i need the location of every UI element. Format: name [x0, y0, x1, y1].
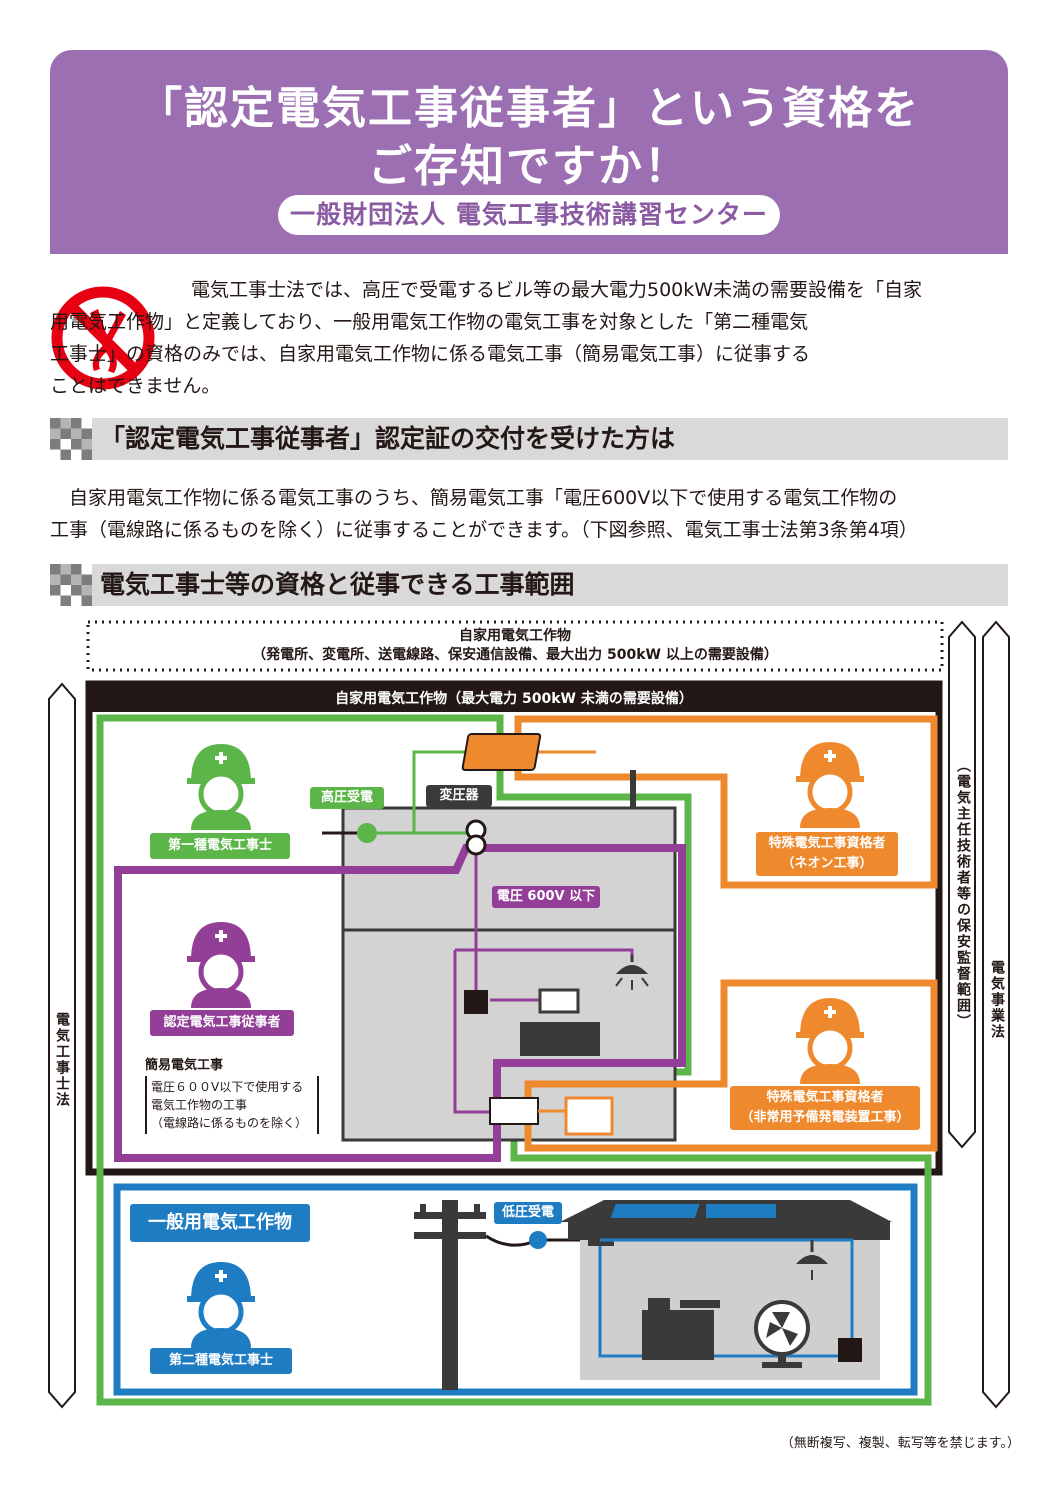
worker-icon-green	[187, 744, 255, 830]
fan-icon	[754, 1300, 810, 1368]
worker2-label: 第二種電気工事士	[150, 1348, 292, 1374]
copyright-notice: （無断複写、複製、転写等を禁じます。）	[780, 1436, 1020, 1451]
top-dotted-box	[86, 620, 944, 672]
law-left-label: 電気工事士法	[54, 1012, 70, 1108]
section1-body: 自家用電気工作物に係る電気工事のうち、簡易電気工事「電圧600V以下で使用する電…	[50, 482, 1010, 546]
certified-worker-scope	[114, 844, 686, 1162]
left-scope-arrow	[48, 682, 76, 1409]
private-facility-box	[85, 680, 943, 1176]
header-banner: 「認定電気工事従事者」という資格を ご存知ですか！ 一般財団法人 電気工事技術講…	[50, 50, 1008, 254]
voltage-600-tag: 電圧 600V 以下	[492, 886, 600, 908]
generator-worker-label: 特殊電気工事資格者 （非常用予備発電装置工事）	[730, 1086, 920, 1130]
general-facility-box	[113, 1183, 918, 1396]
intro-line: ことはできません。	[50, 375, 221, 397]
body-line: 自家用電気工作物に係る電気工事のうち、簡易電気工事「電圧600V以下で使用する電…	[69, 487, 898, 509]
top-box-label: 自家用電気工作物 （発電所、変電所、送電線路、保安通信設備、最大出力 500kW…	[88, 627, 942, 665]
general-facility-tag: 一般用電気工作物	[130, 1204, 310, 1242]
law-mid-label: （電気主任技術者等の保安監督範囲）	[955, 758, 971, 1030]
generator-line: 特殊電気工事資格者	[766, 1090, 884, 1105]
solar-panels	[610, 1204, 776, 1218]
neon-line: （ネオン工事）	[781, 856, 873, 871]
body-line: 工事（電線路に係るものを除く）に従事することができます。（下図参照、電気工事士法…	[50, 519, 918, 541]
simple-work-title: 簡易電気工事	[145, 1058, 224, 1073]
worker-icon-purple	[187, 922, 255, 1008]
neon-scope	[514, 715, 938, 889]
stove-icon	[642, 1298, 720, 1360]
house-roof	[568, 1222, 890, 1240]
section-header-scope: 電気工事士等の資格と従事できる工事範囲	[50, 564, 1008, 606]
title-line-2: ご存知ですか！	[368, 141, 690, 192]
ceiling-light-icon	[796, 1240, 828, 1280]
neon-worker-label: 特殊電気工事資格者 （ネオン工事）	[756, 832, 898, 876]
organization-badge: 一般財団法人 電気工事技術講習センター	[278, 195, 780, 235]
high-voltage-tag: 高圧受電	[310, 787, 384, 809]
no-pliers-icon	[51, 286, 155, 390]
certified-worker-label: 認定電気工事従事者	[150, 1010, 294, 1036]
generator-scope	[524, 979, 938, 1152]
simple-work-line: 電圧６００V以下で使用する	[151, 1080, 304, 1094]
section-header-certificate: 「認定電気工事従事者」認定証の交付を受けた方は	[50, 418, 1008, 460]
neon-line: 特殊電気工事資格者	[768, 836, 886, 851]
intro-paragraph: 電気工事士法では、高圧で受電するビル等の最大電力500kW未満の需要設備を「自家	[172, 274, 1012, 306]
right-scope-arrows	[948, 620, 1010, 1409]
top-box-line: 自家用電気工作物	[459, 628, 571, 644]
checker-pattern-icon	[50, 418, 92, 460]
generator-line: （非常用予備発電装置工事）	[740, 1110, 910, 1125]
checker-pattern-icon	[50, 564, 92, 606]
intro-continuation: 用電気工作物」と定義しており、一般用電気工作物の電気工事を対象とした「第二種電気…	[50, 306, 1012, 402]
eei-logo: EEI	[612, 736, 654, 764]
intro-line: 用電気工作物」と定義しており、一般用電気工作物の電気工事を対象とした「第二種電気	[50, 311, 809, 333]
low-voltage-node	[529, 1231, 547, 1249]
laptop-icon	[538, 988, 580, 1014]
transformer-tag: 変圧器	[426, 785, 492, 807]
simple-work-description: 電圧６００V以下で使用する 電気工作物の工事 （電線路に係るものを除く）	[145, 1076, 319, 1134]
law-right-label: 電気事業法	[989, 960, 1005, 1040]
top-box-line: （発電所、変電所、送電線路、保安通信設備、最大出力 500kW 以上の需要設備）	[252, 647, 778, 663]
intro-line: 電気工事士法では、高圧で受電するビル等の最大電力500kW未満の需要設備を「自家	[191, 279, 923, 301]
section-title: 電気工事士等の資格と従事できる工事範囲	[100, 570, 575, 599]
outlet-icon	[838, 1338, 862, 1362]
eei-sign	[461, 733, 636, 808]
low-voltage-tag: 低圧受電	[494, 1202, 562, 1224]
worker-icon-orange	[796, 742, 864, 828]
simple-work-line: （電線路に係るものを除く）	[151, 1116, 308, 1130]
house-body	[580, 1240, 880, 1380]
ceiling-light-icon	[615, 955, 649, 990]
black-box-title-bar	[86, 684, 942, 712]
worker-icon-blue	[187, 1262, 255, 1348]
desk	[520, 1022, 600, 1056]
intro-line: 工事士」の資格のみでは、自家用電気工作物に係る電気工事（簡易電気工事）に従事する	[50, 343, 811, 365]
black-box-title: 自家用電気工作物（最大電力 500kW 未満の需要設備）	[335, 691, 693, 707]
simple-work-line: 電気工作物の工事	[151, 1098, 248, 1112]
utility-pole-icon	[414, 1200, 486, 1390]
generator-icon	[564, 1096, 614, 1136]
outlet-icon	[464, 990, 488, 1014]
worker-icon-orange	[796, 998, 864, 1084]
section-title: 「認定電気工事従事者」認定証の交付を受けた方は	[100, 424, 676, 453]
title-line-1: 「認定電気工事従事者」という資格を	[138, 83, 920, 134]
worker1-label: 第一種電気工事士	[150, 833, 290, 859]
